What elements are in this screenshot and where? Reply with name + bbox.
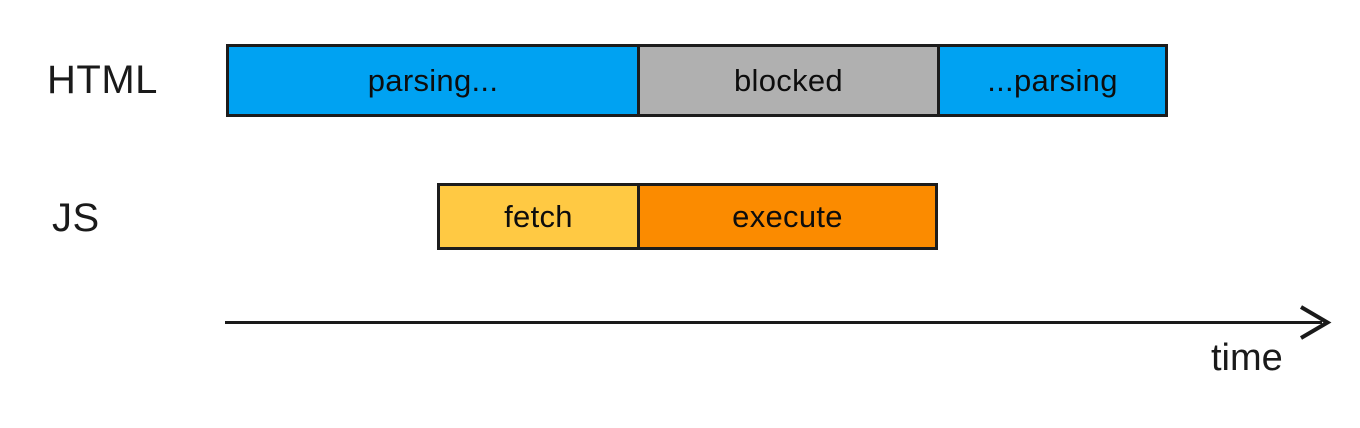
row-label-js: JS (52, 196, 100, 240)
js-timeline-bar: fetch execute (437, 183, 938, 250)
html-timeline-bar: parsing... blocked ...parsing (226, 44, 1168, 117)
row-label-html: HTML (47, 58, 158, 102)
time-axis-label: time (1211, 337, 1283, 379)
segment-parsing-after: ...parsing (937, 47, 1165, 114)
segment-fetch: fetch (440, 186, 637, 247)
segment-blocked: blocked (637, 47, 937, 114)
segment-parsing-before: parsing... (229, 47, 637, 114)
segment-execute: execute (637, 186, 935, 247)
